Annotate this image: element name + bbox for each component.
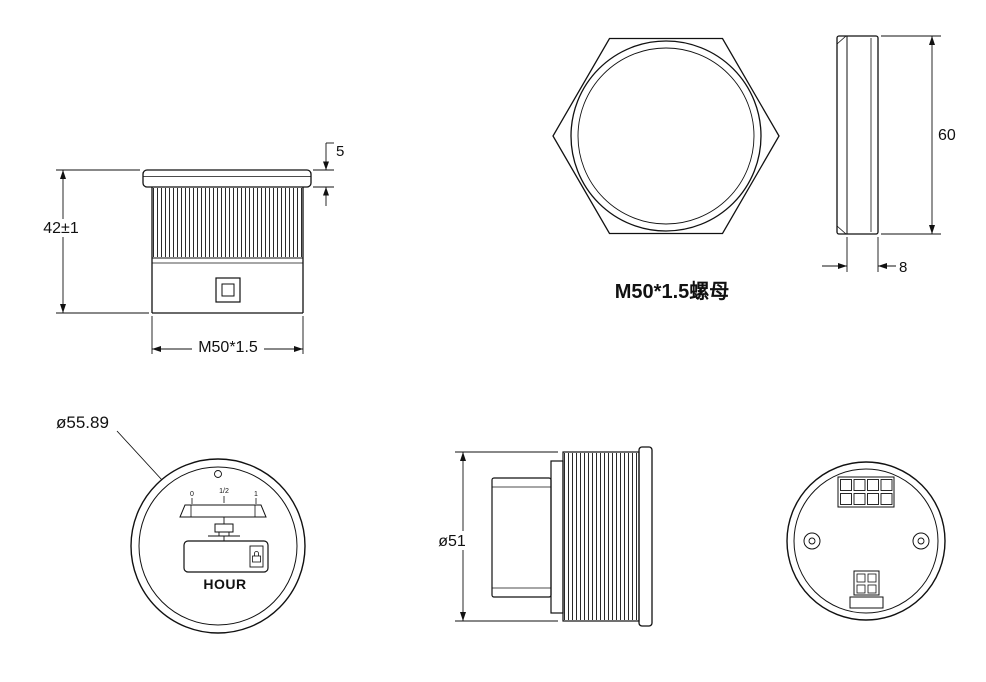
dimension-flange-5 <box>313 142 334 206</box>
hex-outline <box>552 37 780 235</box>
arrowhead <box>323 187 329 196</box>
dim-label-overall-height: 42±1 <box>43 220 79 237</box>
pin-connector-top <box>837 476 895 508</box>
arrowhead <box>60 170 66 179</box>
scale-label-half: 1/2 <box>219 488 229 495</box>
arrowhead <box>878 263 887 269</box>
view-gauge-front: 0 1/2 1 HOUR ø55.89 <box>56 413 306 634</box>
bezel-inner-circle <box>138 466 298 626</box>
arrowhead <box>460 452 466 461</box>
pin-connector-bottom <box>849 570 884 609</box>
arrowhead <box>460 612 466 621</box>
bezel-outer-circle <box>130 458 306 634</box>
nut-chamfer-circle <box>570 40 762 232</box>
dimension-across-60 <box>881 35 941 235</box>
arrowhead <box>294 346 303 352</box>
dim-label-flange-height: 5 <box>336 143 344 160</box>
lock-icon <box>252 551 261 563</box>
dim-label-thread-spec: M50*1.5 <box>198 339 258 356</box>
nut-bore-circle <box>577 47 755 225</box>
arrowhead <box>323 161 329 170</box>
nut-caption: M50*1.5螺母 <box>615 280 730 303</box>
arrowhead <box>929 36 935 45</box>
arrowhead <box>152 346 161 352</box>
screw-hole-left <box>803 532 821 550</box>
arrowhead <box>60 304 66 313</box>
unit-label: HOUR <box>203 576 246 592</box>
screw-hole-right <box>912 532 930 550</box>
view-nut-front: M50*1.5螺母 <box>552 37 780 303</box>
dim-label-thread-od: ø51 <box>438 533 466 550</box>
gauge-inner-component <box>208 517 240 541</box>
dimension-thread-od-51 <box>431 451 558 622</box>
push-button <box>215 277 241 303</box>
nut-side-outline <box>836 35 879 235</box>
thread-hatch-body-view <box>153 188 302 257</box>
dim-label-thickness: 8 <box>899 259 907 276</box>
view-body-side: 5 42±1 M50*1.5 <box>35 142 344 356</box>
dimension-height-42 <box>35 169 149 314</box>
view-back <box>786 461 946 621</box>
scale-label-zero: 0 <box>190 491 194 498</box>
back-inner-circle <box>793 468 939 614</box>
meter-side-outline <box>491 446 653 627</box>
digit-display-window <box>183 540 269 573</box>
pilot-hole <box>214 470 222 478</box>
view-nut-side: 60 8 <box>822 35 956 276</box>
view-meter-side: ø51 <box>431 446 653 627</box>
back-outer-circle <box>786 461 946 621</box>
leader-line-bezel-diameter <box>116 430 163 481</box>
arrowhead <box>838 263 847 269</box>
scale-label-one: 1 <box>254 491 258 498</box>
arrowhead <box>929 225 935 234</box>
thread-hatch-meter-side-view <box>564 453 638 620</box>
dimension-thread-spec <box>151 316 304 355</box>
dim-label-across: 60 <box>938 127 956 144</box>
dimension-thickness-8 <box>822 237 896 272</box>
gauge-scale <box>179 496 267 518</box>
body-outline <box>142 169 312 314</box>
dim-label-bezel-diameter: ø55.89 <box>56 413 109 432</box>
